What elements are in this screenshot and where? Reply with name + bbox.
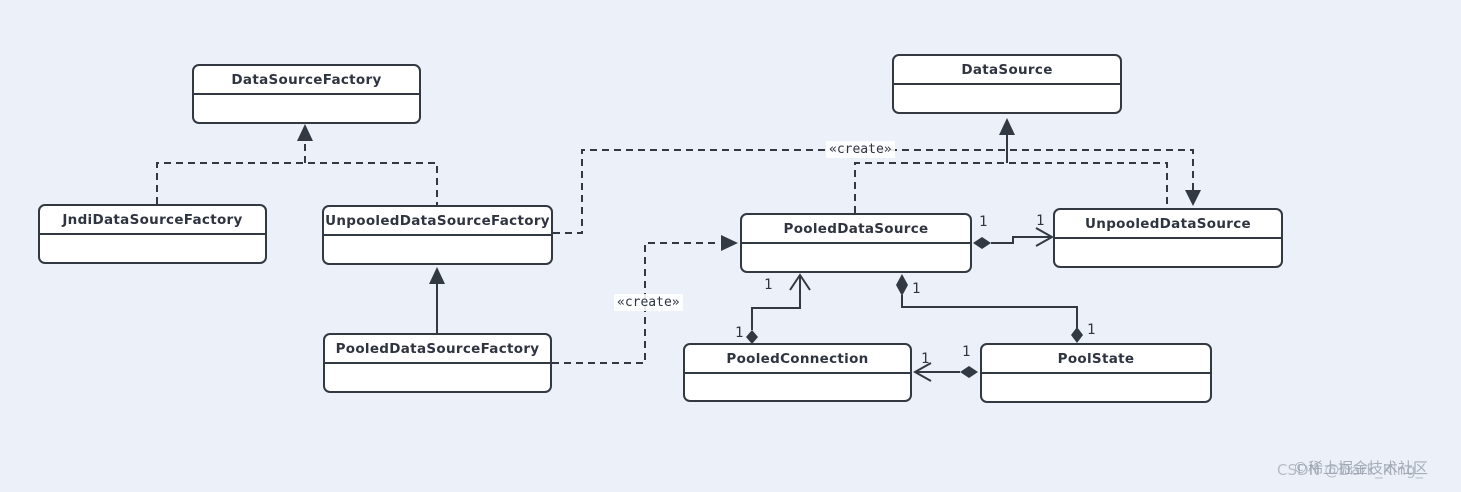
class-title: PoolState [982,345,1210,374]
class-title: PooledDataSourceFactory [325,335,550,364]
edge-pooleddatasource-to-poolstate [901,295,1078,328]
diamond-poolstate-top [1071,327,1083,343]
class-title: UnpooledDataSourceFactory [324,207,551,236]
class-attributes-compartment [742,244,970,271]
class-title: PooledDataSource [742,215,970,244]
class-attributes-compartment [1055,239,1281,266]
multiplicity-pooleddatasource-poolstate-source: 1 [912,281,921,297]
stereotype-create-pooleddatasource: «create» [614,294,683,311]
edge-pooledconnection-to-pooleddatasource [751,276,801,330]
diamond-pooleddatasource-right [973,237,991,249]
class-attributes-compartment [324,236,551,263]
class-box-poolstate: PoolState [980,343,1212,403]
open-arrow-to-pooledconnection [912,362,932,382]
multiplicity-poolstate-pooledconnection-target: 1 [921,351,930,367]
stereotype-create-unpooleddatasource: «create» [826,141,895,158]
class-attributes-compartment [685,374,910,401]
class-box-jndidatasourcefactory: JndiDataSourceFactory [38,204,267,264]
class-box-unpooleddatasource: UnpooledDataSource [1053,208,1283,268]
class-title: UnpooledDataSource [1055,210,1281,239]
edge-factories-realization-tree [156,162,438,205]
class-attributes-compartment [194,95,419,122]
class-title: DataSourceFactory [194,66,419,95]
open-arrow-to-unpooleddatasource [1035,227,1055,247]
multiplicity-pooled-unpooled-source: 1 [979,214,988,230]
multiplicity-pooled-unpooled-target: 1 [1036,213,1045,229]
arrowhead-to-unpooleddatasource [1185,190,1201,206]
arrowhead-to-pooleddatasource [721,235,738,251]
class-attributes-compartment [894,85,1120,112]
class-box-datasource: DataSource [892,54,1122,114]
open-arrow-to-pooleddatasource-bottom [789,273,811,291]
class-title: DataSource [894,56,1120,85]
arrowhead-to-datasource [999,118,1015,135]
arrowhead-to-unpooledfactory [429,267,445,284]
class-attributes-compartment [325,364,550,391]
class-box-pooleddatasource: PooledDataSource [740,213,972,273]
class-box-unpooleddatasourcefactory: UnpooledDataSourceFactory [322,205,553,265]
diamond-poolstate-left [960,366,978,378]
multiplicity-pooledconnection-pooleddatasource-target: 1 [764,277,773,293]
class-box-pooleddatasourcefactory: PooledDataSourceFactory [323,333,552,393]
multiplicity-pooledconnection-pooleddatasource-source: 1 [735,325,744,341]
diamond-pooleddatasource-bottom [896,274,908,296]
diamond-pooledconnection-top [746,330,758,344]
class-attributes-compartment [40,235,265,262]
class-box-pooledconnection: PooledConnection [683,343,912,402]
class-box-datasourcefactory: DataSourceFactory [192,64,421,124]
edge-create-unpooleddatasource [553,149,1194,234]
arrowhead-to-datasourcefactory [297,124,313,141]
class-title: PooledConnection [685,345,910,374]
edge-pooled-to-unpooled [991,236,1050,244]
multiplicity-poolstate-pooledconnection-source: 1 [962,344,971,360]
class-attributes-compartment [982,374,1210,401]
class-title: JndiDataSourceFactory [40,206,265,235]
multiplicity-pooleddatasource-poolstate-target: 1 [1087,322,1096,338]
edge-datasource-realization-tree [854,162,1168,213]
